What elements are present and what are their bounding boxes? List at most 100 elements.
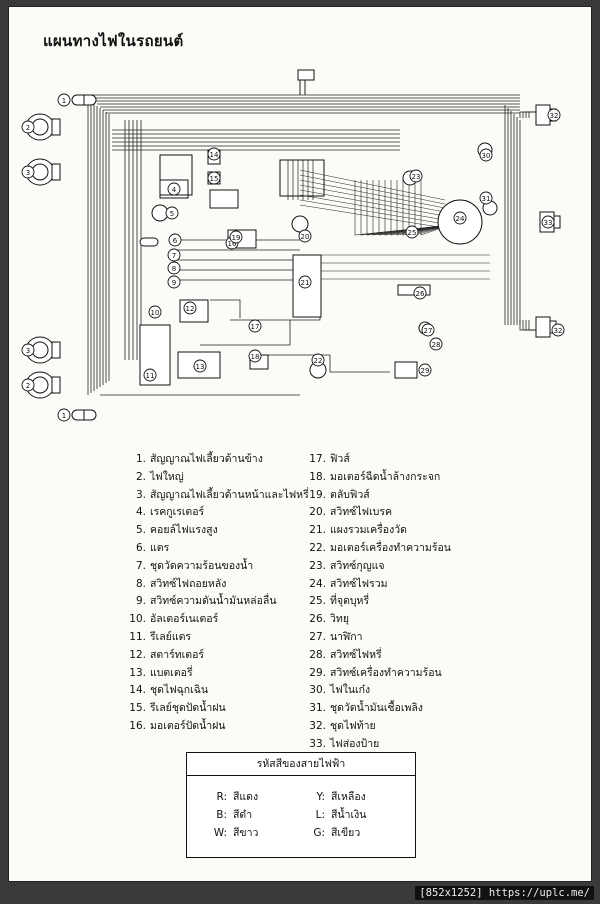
callout-number: 32 bbox=[550, 112, 559, 120]
legend-number: 31. bbox=[309, 702, 326, 715]
legend-number: 25. bbox=[309, 595, 326, 608]
legend-item: 33.ไฟส่องป้าย bbox=[306, 738, 379, 751]
callout-number: 9 bbox=[172, 279, 176, 287]
headlight-left-upper bbox=[25, 113, 61, 141]
legend-number: 4. bbox=[135, 506, 146, 519]
callout-circle bbox=[541, 215, 555, 229]
legend-text: นาฬิกา bbox=[330, 631, 363, 643]
callout-circle bbox=[405, 225, 419, 239]
legend-text: แตร bbox=[150, 542, 170, 554]
callout-number: 26 bbox=[416, 290, 425, 298]
legend-text: คอยล์ไฟแรงสูง bbox=[150, 524, 218, 537]
callout-circle bbox=[547, 108, 561, 122]
legend-text: มอเตอร์ฉีดน้ำล้างกระจก bbox=[330, 470, 441, 483]
callout-marker: 27 bbox=[421, 323, 435, 337]
callout-marker: 26 bbox=[413, 286, 427, 300]
legend-item: 32. ชุดไฟท้าย bbox=[306, 720, 376, 733]
legend-number: 16. bbox=[129, 720, 146, 732]
callout-marker: 31 bbox=[479, 191, 493, 205]
callout-number: 32 bbox=[554, 327, 563, 335]
legend-number: 12. bbox=[129, 648, 146, 661]
color-code-item: Y:สีเหลือง bbox=[307, 788, 366, 805]
legend-number: 2. bbox=[135, 470, 146, 483]
callout-marker: 20 bbox=[298, 229, 312, 243]
callout-number: 10 bbox=[151, 309, 160, 317]
callout-number: 2 bbox=[26, 124, 30, 132]
callout-circle bbox=[57, 93, 71, 107]
callout-number: 3 bbox=[26, 347, 30, 355]
legend-number: 24. bbox=[309, 577, 326, 590]
color-code-item: B:สีดำ bbox=[209, 806, 252, 823]
legend-number: 15. bbox=[129, 702, 146, 715]
callout-marker: 6 bbox=[168, 233, 182, 247]
legend-number: 20. bbox=[309, 506, 326, 519]
legend-number: 5. bbox=[135, 524, 146, 537]
legend-item: 7.ชุดวัดความร้อนของน้ำ bbox=[126, 560, 253, 573]
legend-text: เรคกูเรเตอร์ bbox=[150, 506, 205, 519]
callout-number: 30 bbox=[482, 152, 491, 160]
callout-circle bbox=[229, 230, 243, 244]
legend-item: 30.ไฟในเก๋ง bbox=[306, 684, 370, 697]
legend-item: 8.สวิทซ์ไฟถอยหลัง bbox=[126, 578, 226, 591]
headlight-left-lower bbox=[25, 371, 61, 399]
legend-text: รีเลย์ชุดปัดน้ำฝน bbox=[150, 702, 226, 715]
callout-marker: 3 bbox=[21, 165, 35, 179]
callout-marker: 32 bbox=[551, 323, 565, 337]
color-code-letter: R: bbox=[216, 791, 227, 803]
legend-text: สวิทซ์ความดันน้ำมันหล่อลื่น bbox=[150, 595, 277, 608]
callout-marker: 15 bbox=[207, 171, 221, 185]
callout-circle bbox=[57, 408, 71, 422]
callout-circle bbox=[168, 233, 182, 247]
callout-marker: 1 bbox=[57, 408, 71, 422]
callout-marker: 28 bbox=[429, 337, 443, 351]
legend-text: ชุดไฟท้าย bbox=[330, 720, 376, 732]
legend-number: 32. bbox=[309, 720, 326, 732]
callout-marker: 17 bbox=[248, 319, 262, 333]
legend-text: แผงรวมเครื่องวัด bbox=[330, 524, 407, 537]
callout-circle bbox=[165, 206, 179, 220]
wire bbox=[402, 180, 451, 236]
callout-circle bbox=[183, 301, 197, 315]
callout-marker: 12 bbox=[183, 301, 197, 315]
callout-marker: 8 bbox=[167, 261, 181, 275]
legend-item: 5. คอยล์ไฟแรงสูง bbox=[126, 524, 218, 537]
legend-text: ไฟในเก๋ง bbox=[330, 684, 371, 697]
legend-item: 14.ชุดไฟฉุกเฉิน bbox=[126, 684, 208, 697]
callout-marker: 25 bbox=[405, 225, 419, 239]
legend-text: สวิทซ์กุญแจ bbox=[330, 559, 385, 572]
fuse-box-outline bbox=[279, 159, 325, 197]
color-code-name: สีเหลือง bbox=[331, 791, 366, 803]
legend-item: 27.นาฬิกา bbox=[306, 631, 363, 644]
legend-number: 18. bbox=[309, 470, 326, 483]
callout-marker: 3 bbox=[21, 343, 35, 357]
color-code-letter: L: bbox=[315, 809, 325, 821]
color-code-item: G:สีเขียว bbox=[307, 824, 360, 841]
callout-circle bbox=[167, 182, 181, 196]
top-connector bbox=[297, 69, 315, 81]
callout-number: 18 bbox=[251, 353, 260, 361]
callout-number: 14 bbox=[210, 151, 219, 159]
callout-number: 25 bbox=[408, 229, 417, 237]
legend-text: วิทยุ bbox=[330, 613, 349, 626]
legend-text: อัลเตอร์เนเตอร์ bbox=[150, 613, 219, 626]
callout-number: 6 bbox=[173, 237, 178, 245]
callout-circle bbox=[207, 147, 221, 161]
callout-number: 22 bbox=[314, 357, 323, 365]
legend-number: 17. bbox=[309, 453, 326, 465]
callout-circle bbox=[453, 211, 467, 225]
color-code-item: R:สีแดง bbox=[209, 788, 258, 805]
callout-marker: 10 bbox=[148, 305, 162, 319]
legend-number: 10. bbox=[129, 613, 146, 626]
legend-text: ชุดวัดน้ำมันเชื้อเพลิง bbox=[330, 702, 423, 715]
side-turn-lamp-upper bbox=[71, 94, 97, 106]
legend-number: 26. bbox=[309, 613, 326, 626]
legend-item: 6.แตร bbox=[126, 542, 169, 555]
wire bbox=[260, 354, 390, 373]
front-lamp-left-upper bbox=[25, 158, 61, 186]
callout-circle bbox=[479, 148, 493, 162]
wire bbox=[299, 174, 446, 205]
callout-marker: 7 bbox=[167, 248, 181, 262]
legend-text: ที่จุดบุหรี่ bbox=[330, 595, 370, 608]
legend-number: 29. bbox=[309, 666, 326, 679]
